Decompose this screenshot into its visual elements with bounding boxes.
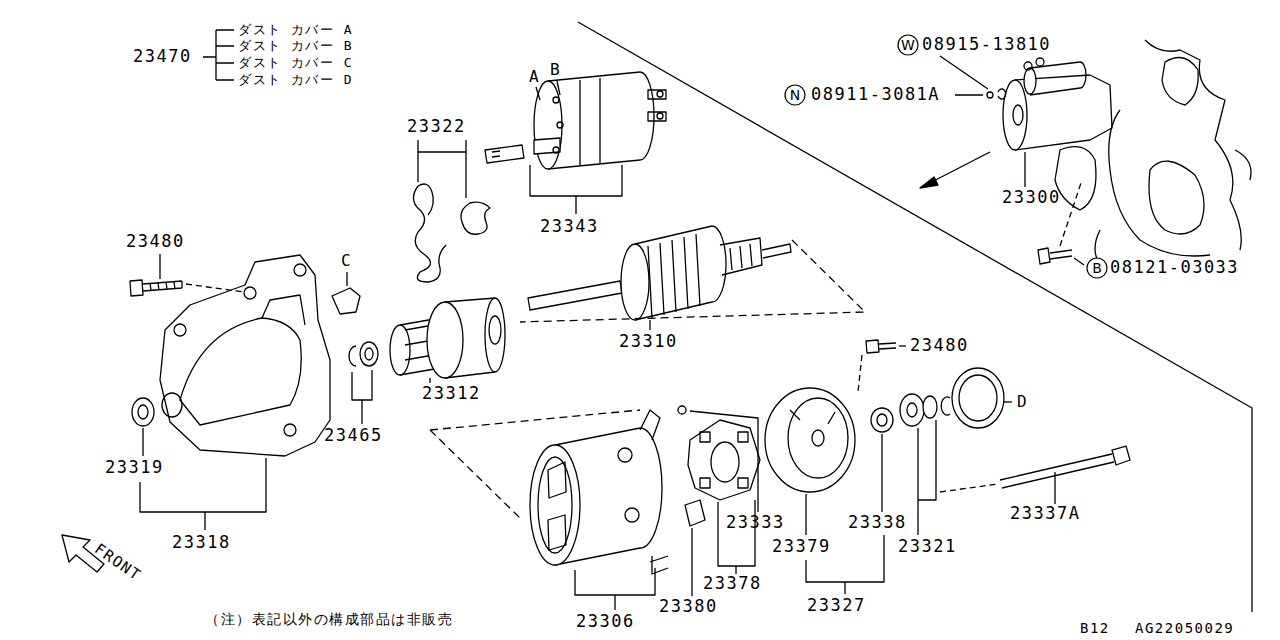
callout-label: 23300 <box>1002 188 1061 208</box>
callout-label: 23312 <box>422 384 481 404</box>
circle-letter: W <box>897 34 919 53</box>
callout-label: AG22050029 <box>1135 620 1234 636</box>
callout-label: 23318 <box>172 533 231 553</box>
callout-label: 23321 <box>898 537 957 557</box>
callout-label: ダスト カバー C <box>238 56 353 71</box>
callout-label: B12 <box>1080 620 1110 636</box>
callout-label: 23480 <box>910 336 969 356</box>
callout-label: 23338 <box>848 513 907 533</box>
circle-letter: N <box>784 84 806 103</box>
callout-label: 23480 <box>126 232 185 252</box>
callout-label: 23380 <box>659 597 718 617</box>
callout-label: 08911-3081A <box>811 85 940 105</box>
circle-letter: B <box>1086 257 1108 276</box>
callout-label: 23310 <box>619 332 678 352</box>
callout-label: 08121-03033 <box>1110 258 1239 278</box>
callout-label: ダスト カバー A <box>238 23 353 38</box>
callout-label: C <box>341 252 352 270</box>
callout-label: 23306 <box>576 612 635 632</box>
callout-label: ダスト カバー B <box>238 39 353 54</box>
circled-letter: W <box>897 34 919 56</box>
circled-letter: N <box>784 84 806 106</box>
callout-label: 23465 <box>324 426 383 446</box>
callout-label: 23379 <box>772 537 831 557</box>
callout-label: 23322 <box>407 117 466 137</box>
callout-label: （注）表記以外の構成部品は非販売 <box>205 611 453 627</box>
callout-label: 23333 <box>726 513 785 533</box>
callout-label: 23470 <box>133 47 192 67</box>
callout-label: D <box>1017 393 1028 411</box>
callout-label: 23337A <box>1010 504 1080 524</box>
callout-label: 23319 <box>105 458 164 478</box>
callout-label: 23378 <box>703 574 762 594</box>
callout-label: 23343 <box>540 217 599 237</box>
callout-label: ダスト カバー D <box>238 73 353 88</box>
callout-label: 08915-13810 <box>922 35 1051 55</box>
callout-label: A <box>529 68 540 86</box>
callout-label: B <box>550 61 561 79</box>
callout-label: 23327 <box>807 596 866 616</box>
circled-letter: B <box>1086 257 1108 279</box>
